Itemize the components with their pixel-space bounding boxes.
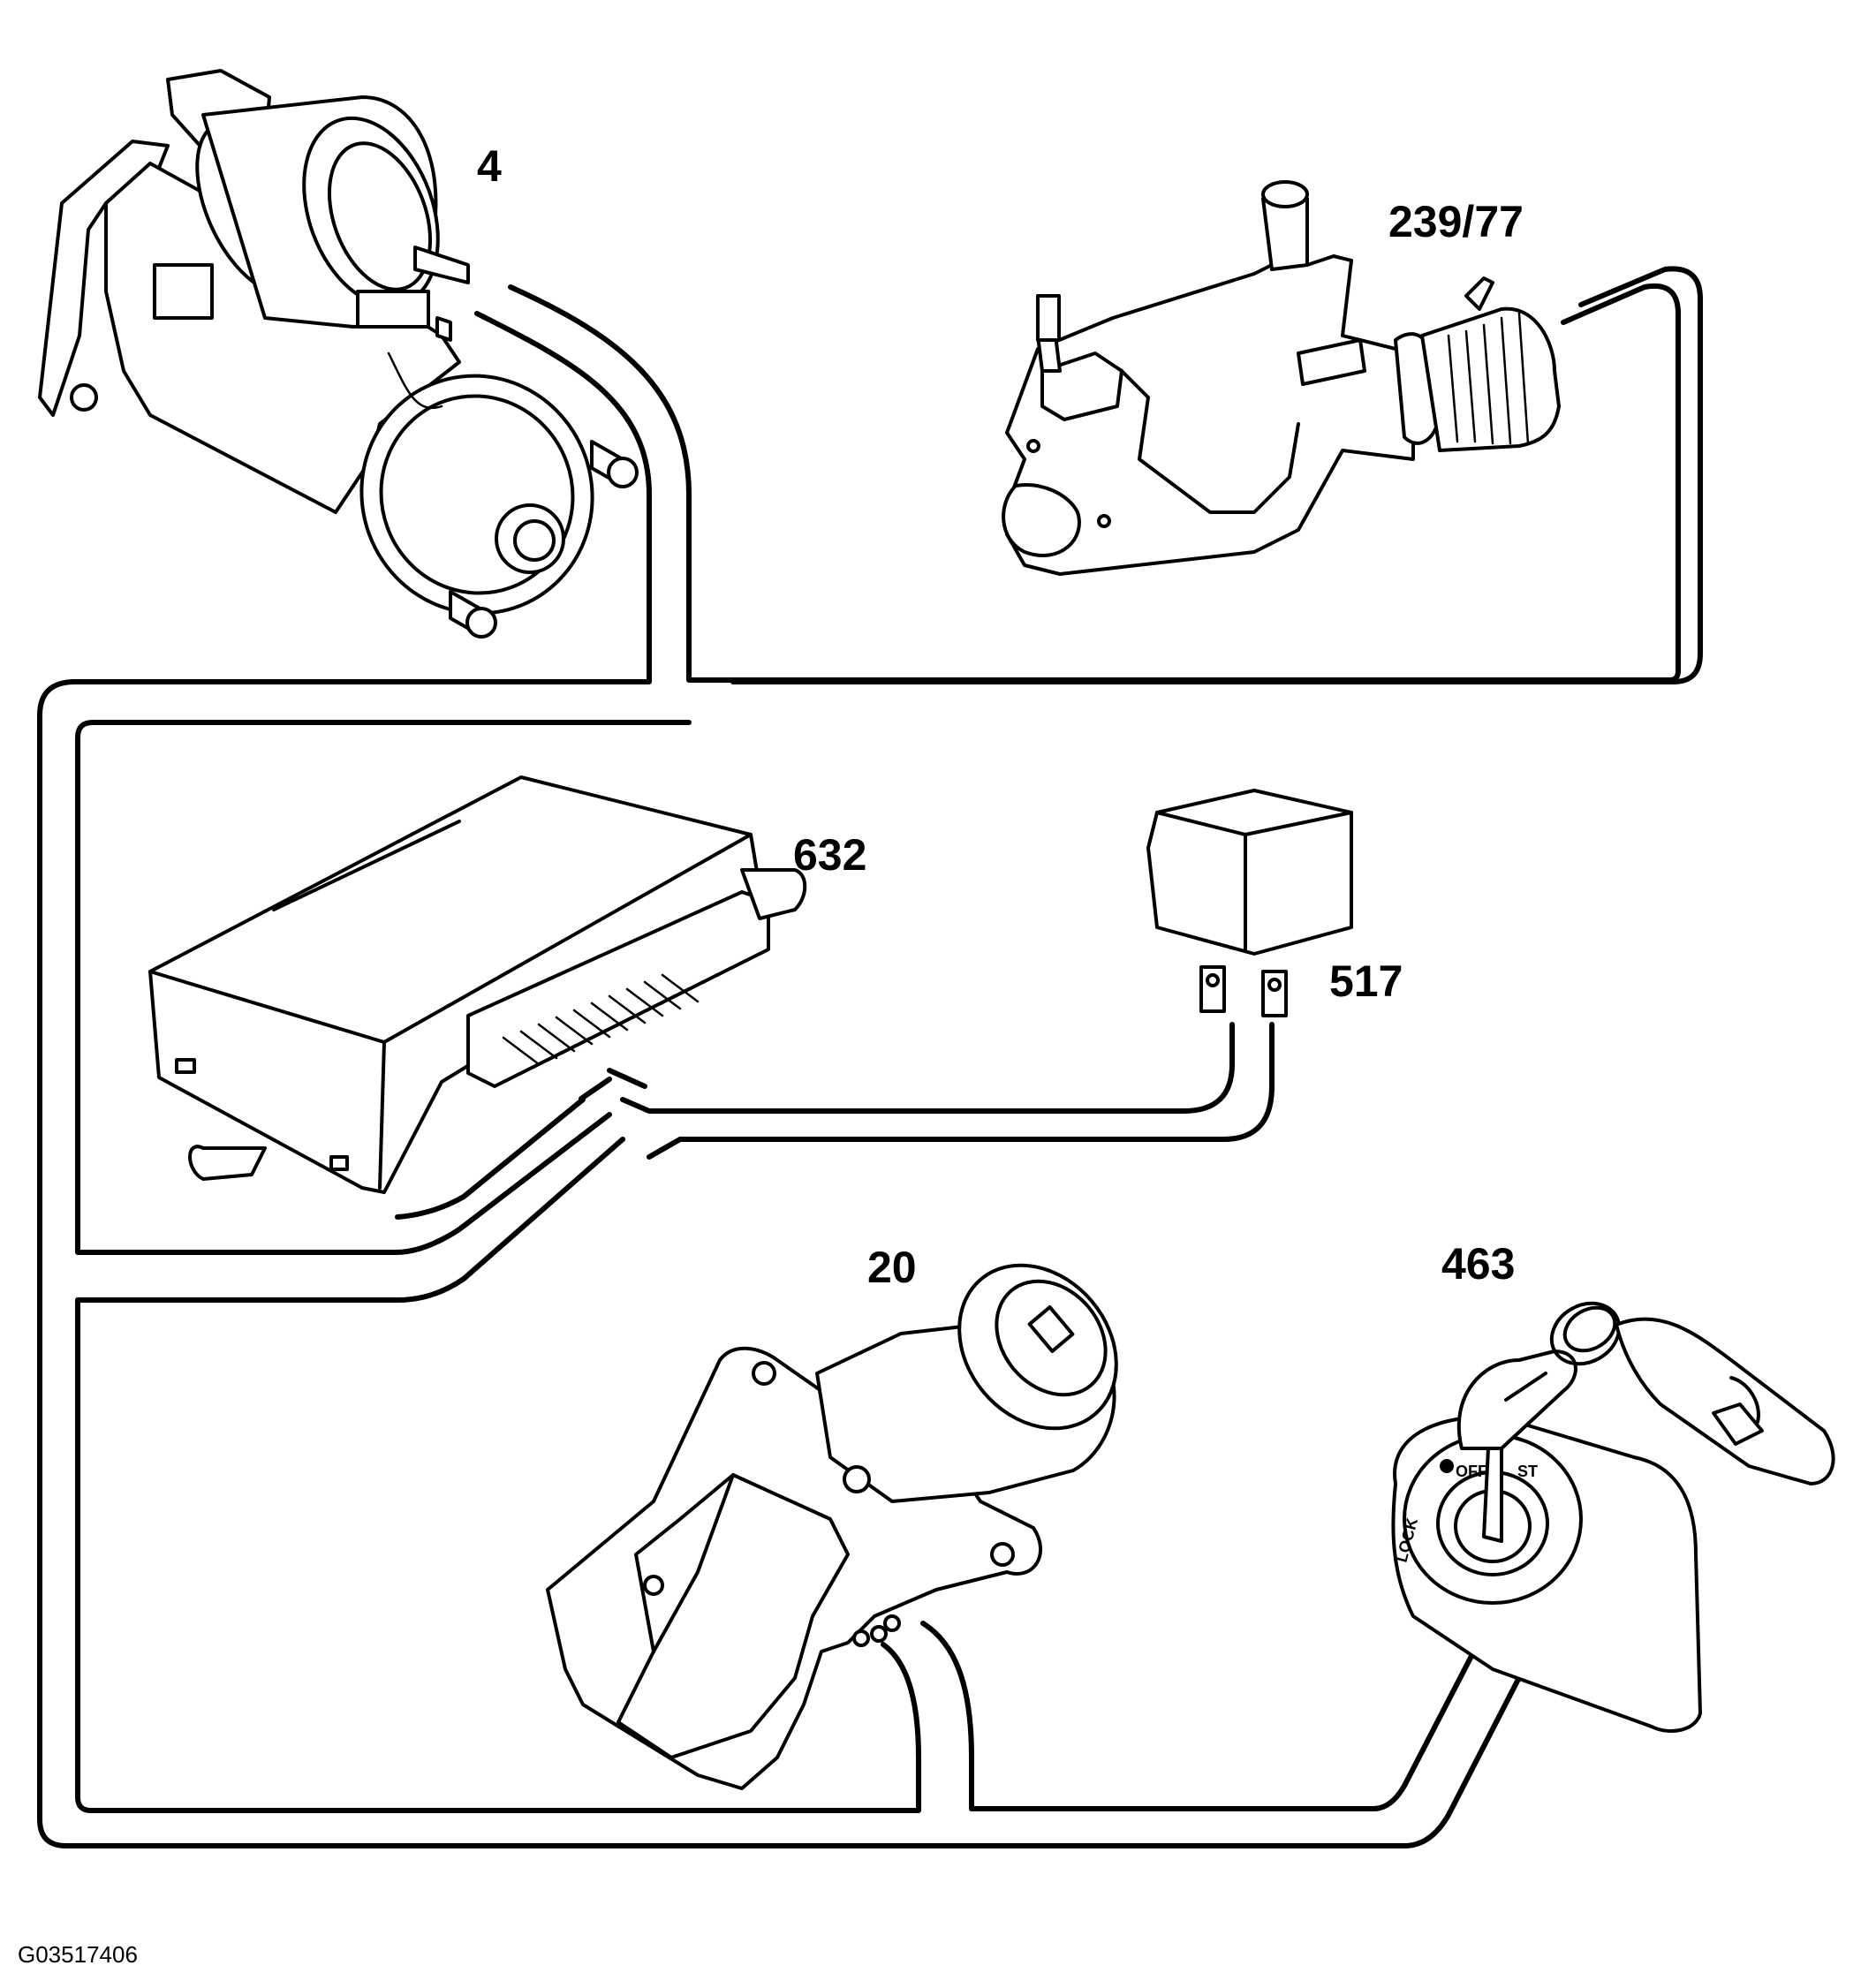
key-lock-start-mark: ST bbox=[1517, 1463, 1538, 1480]
harness-lower-inner bbox=[395, 1097, 586, 1220]
callout-ignition-switch: 20 bbox=[867, 1243, 917, 1292]
key-lock-off-mark: OFF bbox=[1456, 1463, 1487, 1480]
callout-starter-motor: 4 bbox=[477, 141, 502, 191]
figure-id: G03517406 bbox=[18, 1941, 138, 1968]
harness-lower-path bbox=[75, 1297, 921, 1813]
harness-module-link bbox=[607, 1068, 647, 1089]
ignition-switch bbox=[546, 1263, 1118, 1790]
wiring-harness bbox=[37, 266, 1703, 1848]
starter-motor bbox=[38, 69, 639, 639]
harness-relay-line1 bbox=[620, 1022, 1235, 1114]
control-module bbox=[148, 775, 807, 1194]
harness-lower-path3 bbox=[920, 1621, 974, 1811]
harness-lower-path4 bbox=[75, 1137, 625, 1303]
callout-relay: 517 bbox=[1329, 956, 1403, 1006]
harness-right-inner bbox=[730, 266, 1703, 684]
harness-left-inner bbox=[75, 720, 692, 1255]
harness-lower-path2 bbox=[969, 1629, 1486, 1811]
key-lock bbox=[1391, 1301, 1835, 1733]
harness-inner-line bbox=[37, 311, 1531, 1848]
callout-neutral-switch: 239/77 bbox=[1388, 197, 1524, 246]
callout-control-module: 632 bbox=[793, 830, 866, 880]
relay bbox=[1146, 789, 1353, 1017]
harness-relay-line2 bbox=[647, 1022, 1275, 1160]
neutral-switch bbox=[1002, 180, 1561, 576]
harness-left-inner2 bbox=[579, 1077, 612, 1101]
callout-key-lock: 463 bbox=[1441, 1239, 1515, 1289]
